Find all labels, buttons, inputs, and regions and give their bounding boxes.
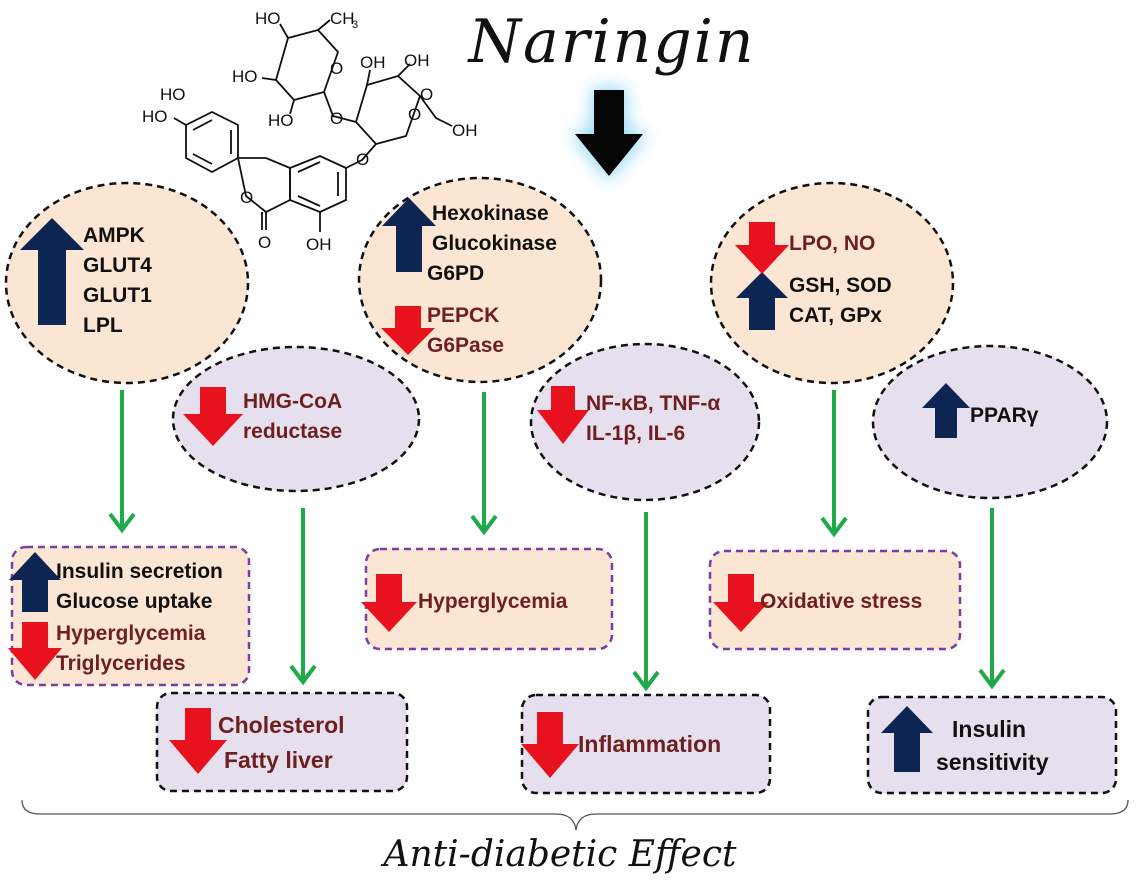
oval-label: HMG-CoA xyxy=(243,390,342,413)
molecule-label: HO xyxy=(142,107,168,126)
oval-label: NF-κB, TNF-α xyxy=(586,392,720,415)
naringin-structure: HO HO HO HO HO OH OH CH 3 O O O O O O OH… xyxy=(142,9,478,254)
down-arrow xyxy=(735,222,789,274)
molecule-label: HO xyxy=(255,9,281,28)
up-arrow xyxy=(922,383,970,438)
oval-label: G6Pase xyxy=(427,334,504,357)
molecule-label: HO xyxy=(160,85,186,104)
green-arrow xyxy=(820,390,848,538)
box-label: Inflammation xyxy=(578,731,721,757)
molecule-label: O xyxy=(356,150,369,169)
oval-label: Glucokinase xyxy=(432,232,557,255)
box-insulin-secretion xyxy=(10,545,251,687)
down-arrow xyxy=(713,574,769,632)
box-label: Fatty liver xyxy=(224,747,333,773)
box-cholesterol xyxy=(155,691,409,793)
molecule-label: CH xyxy=(330,9,355,28)
oval-label: IL-1β, IL-6 xyxy=(586,422,685,445)
green-arrow xyxy=(108,390,136,534)
box-label: Insulin xyxy=(952,716,1026,742)
oval-label: GSH, SOD xyxy=(789,274,892,297)
title: Naringin xyxy=(466,7,755,77)
molecule-label: OH xyxy=(452,121,478,140)
oval-hmg xyxy=(171,345,421,493)
oval-label: CAT, GPx xyxy=(789,304,882,327)
molecule-label: HO xyxy=(268,111,294,130)
up-arrow xyxy=(382,198,436,272)
oval-label: Hexokinase xyxy=(432,202,549,225)
down-arrow xyxy=(381,306,435,355)
down-arrow xyxy=(521,712,579,778)
down-arrow xyxy=(8,622,62,680)
molecule-label: O xyxy=(408,105,421,124)
molecule-label: O xyxy=(330,59,343,78)
up-arrows xyxy=(9,198,970,772)
down-arrows xyxy=(8,222,789,778)
box-label: Oxidative stress xyxy=(760,590,922,613)
up-arrow xyxy=(736,272,788,330)
green-arrow xyxy=(978,508,1006,690)
oval-label: PEPCK xyxy=(427,304,499,327)
box-inflammation xyxy=(520,693,772,795)
molecule-label: 3 xyxy=(352,19,358,31)
footer-effect: Anti-diabetic Effect xyxy=(380,834,737,875)
molecule-label: O xyxy=(330,109,343,128)
oval-nfkb xyxy=(529,342,761,502)
box-hyperglycemia xyxy=(364,547,614,651)
up-arrow xyxy=(20,218,84,325)
molecule-label: OH xyxy=(306,235,332,254)
molecule-label: OH xyxy=(404,51,430,70)
green-arrow xyxy=(289,508,317,686)
box-label: Insulin secretion xyxy=(56,560,223,583)
box-label: Cholesterol xyxy=(218,712,345,738)
oval-label: G6PD xyxy=(427,262,484,285)
oval-label: AMPK xyxy=(83,224,145,247)
oval-label: reductase xyxy=(243,420,342,443)
oval-label: PPARγ xyxy=(970,404,1039,427)
oval-label: GLUT4 xyxy=(83,254,152,277)
up-arrow xyxy=(881,706,933,772)
box-label: Glucose uptake xyxy=(56,590,212,613)
oval-label: LPL xyxy=(83,314,123,337)
box-label: Hyperglycemia xyxy=(56,622,206,645)
molecule-label: O xyxy=(240,188,253,207)
green-arrow xyxy=(470,392,498,536)
box-insulin-sensitivity xyxy=(866,695,1118,795)
box-oxidative xyxy=(708,549,962,651)
molecule-label: O xyxy=(420,85,433,104)
oval-label: GLUT1 xyxy=(83,284,152,307)
molecule-label: O xyxy=(258,233,271,252)
green-arrow xyxy=(632,512,660,692)
box-label: Hyperglycemia xyxy=(418,590,568,613)
box-label: Triglycerides xyxy=(56,652,186,675)
oval-ppar xyxy=(871,344,1109,500)
green-arrows xyxy=(108,390,1006,692)
molecule-label: HO xyxy=(232,67,258,86)
molecule-label: OH xyxy=(360,53,386,72)
down-arrow xyxy=(361,574,417,632)
naringin-down-arrow xyxy=(570,88,648,180)
up-arrow xyxy=(9,552,61,612)
box-label: sensitivity xyxy=(936,749,1049,775)
down-arrow xyxy=(537,386,589,444)
bottom-brace xyxy=(21,799,1129,831)
down-arrow xyxy=(183,387,243,446)
down-arrow xyxy=(169,708,227,774)
oval-label: LPO, NO xyxy=(789,232,875,255)
